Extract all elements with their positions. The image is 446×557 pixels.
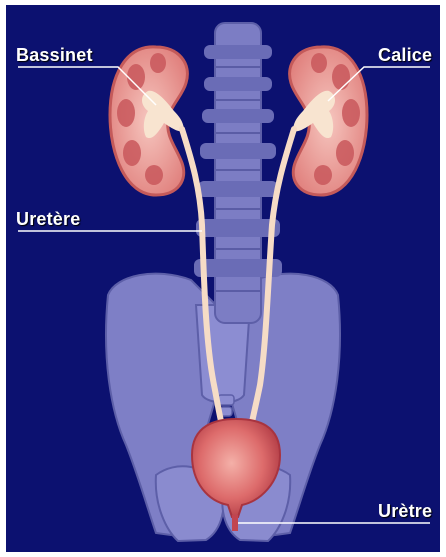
label-bassinet: Bassinet (16, 45, 93, 66)
right-kidney (290, 47, 367, 195)
label-calice: Calice (378, 45, 432, 66)
label-uretre: Urètre (378, 501, 432, 522)
left-kidney (110, 47, 187, 195)
urethra (232, 515, 238, 531)
urinary-system-illustration (6, 5, 440, 552)
anatomy-figure: Bassinet Calice Uretère Urètre (6, 5, 440, 552)
label-uretere: Uretère (16, 209, 80, 230)
